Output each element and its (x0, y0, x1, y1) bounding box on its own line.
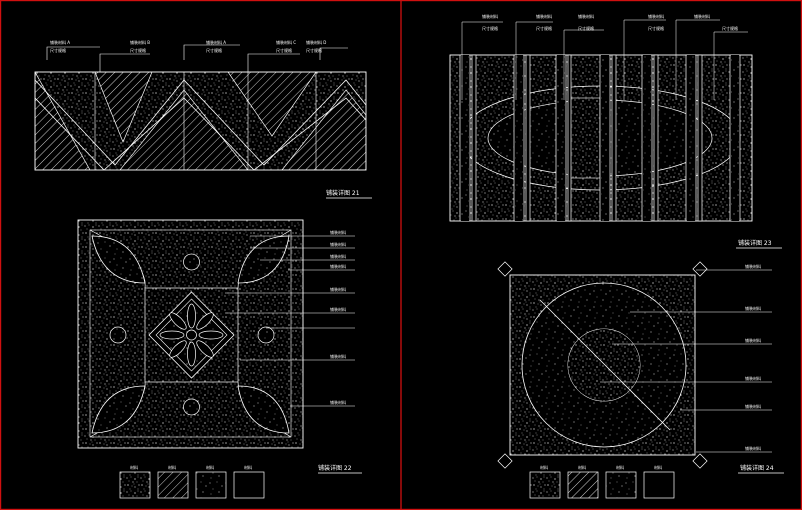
title-22: 铺装详图 22 (318, 464, 352, 472)
label-23-3: 铺装材料 (578, 13, 594, 19)
detail-drawing-23: 铺装材料 尺寸规格 铺装材料 尺寸规格 铺装材料 尺寸规格 铺装材料 尺寸规格 … (449, 13, 782, 249)
label-21-2: 铺装材料 B (130, 39, 150, 45)
legend-22-4: 材料 (244, 464, 252, 470)
label-22-6: 铺装材料 (330, 306, 346, 312)
title-24: 铺装详图 24 (740, 464, 774, 472)
label-23-2: 铺装材料 (536, 13, 552, 19)
legend-22-1: 材料 (130, 464, 138, 470)
sublabel-23-1: 尺寸规格 (482, 25, 498, 31)
label-22-2: 铺装材料 (330, 241, 346, 247)
label-23-1: 铺装材料 (482, 13, 498, 19)
title-21: 铺装详图 21 (326, 189, 360, 197)
label-23-4: 铺装材料 (648, 13, 664, 19)
sublabel-21-1: 尺寸规格 (50, 47, 66, 53)
legend-24-2: 材料 (578, 464, 586, 470)
detail-drawing-24: 铺装材料 铺装材料 铺装材料 铺装材料 铺装材料 铺装材料 铺装详图 24 材料… (497, 261, 784, 499)
label-22-7: 铺装材料 (330, 353, 346, 359)
sublabel-23-3: 尺寸规格 (578, 25, 594, 31)
sublabel-23-5: 尺寸规格 (722, 25, 738, 31)
sublabel-21-5: 尺寸规格 (306, 47, 322, 53)
label-24-6: 铺装材料 (745, 445, 761, 451)
detail-drawing-21: 铺装材料 A 尺寸规格 铺装材料 B 尺寸规格 铺装材料 A 尺寸规格 铺装材料… (34, 39, 372, 199)
label-22-4: 铺装材料 (330, 263, 346, 269)
sublabel-23-2: 尺寸规格 (536, 25, 552, 31)
label-22-5: 铺装材料 (330, 286, 346, 292)
legend-24-4: 材料 (654, 464, 662, 470)
detail-drawing-22: 铺装材料 铺装材料 铺装材料 铺装材料 铺装材料 铺装材料 铺装材料 铺装材料 … (77, 219, 362, 499)
sublabel-23-4: 尺寸规格 (648, 25, 664, 31)
label-24-1: 铺装材料 (745, 263, 761, 269)
sublabel-21-4: 尺寸规格 (276, 47, 292, 53)
label-21-1: 铺装材料 A (50, 39, 70, 45)
label-22-8: 铺装材料 (330, 399, 346, 405)
title-23: 铺装详图 23 (738, 239, 772, 247)
label-22-1: 铺装材料 (330, 229, 346, 235)
label-21-4: 铺装材料 C (276, 39, 296, 45)
label-21-5: 铺装材料 D (306, 39, 326, 45)
label-23-5: 铺装材料 (694, 13, 710, 19)
legend-22-2: 材料 (168, 464, 176, 470)
label-24-4: 铺装材料 (745, 375, 761, 381)
sublabel-21-2: 尺寸规格 (130, 47, 146, 53)
label-24-3: 铺装材料 (745, 337, 761, 343)
legend-24-1: 材料 (540, 464, 548, 470)
legend-22-3: 材料 (206, 464, 214, 470)
label-22-3: 铺装材料 (330, 253, 346, 259)
sublabel-21-3: 尺寸规格 (206, 47, 222, 53)
label-24-2: 铺装材料 (745, 305, 761, 311)
label-24-5: 铺装材料 (745, 403, 761, 409)
legend-24-3: 材料 (616, 464, 624, 470)
label-21-3: 铺装材料 A (206, 39, 226, 45)
